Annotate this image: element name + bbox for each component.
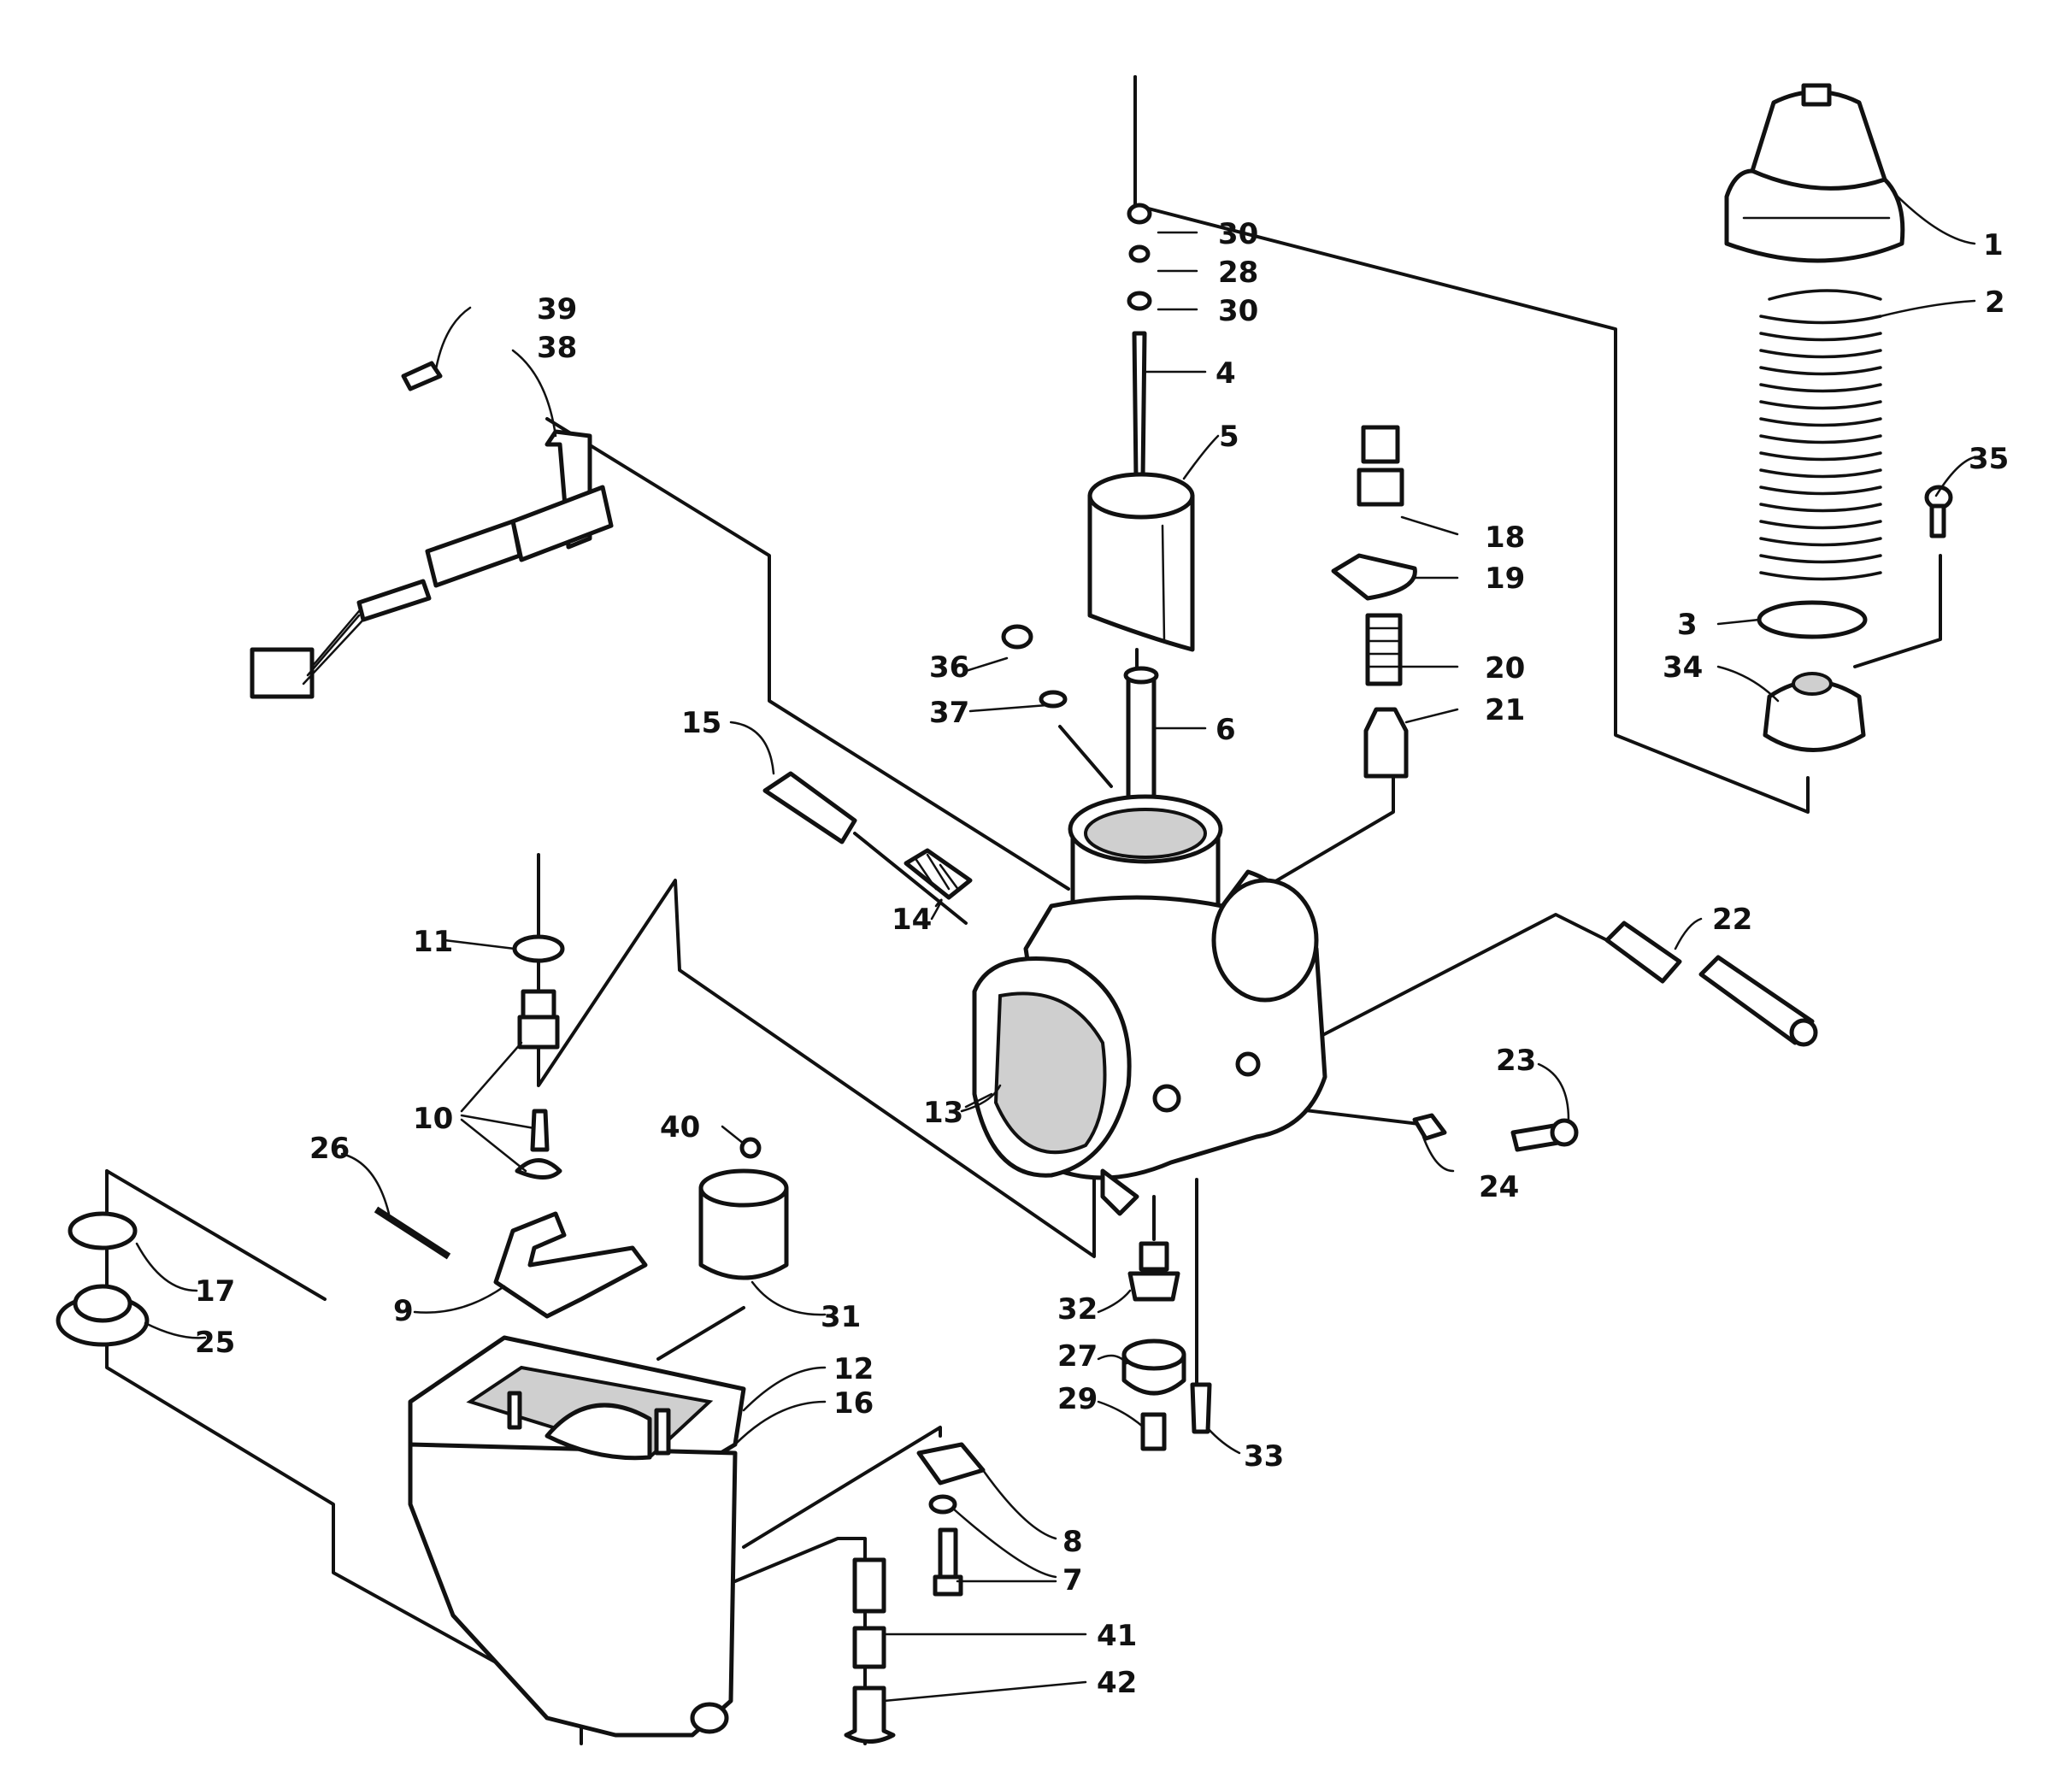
mount-bracket-line [742, 1426, 942, 1549]
float-pin-40 [739, 1137, 762, 1159]
callout-41: 41 [1097, 1619, 1137, 1653]
callout-36: 36 [929, 650, 969, 685]
jet-29 [1140, 1412, 1167, 1451]
callout-18: 18 [1485, 521, 1525, 555]
callout-14: 14 [892, 903, 932, 937]
drain-plug-25 [56, 1284, 150, 1347]
carburetor-body [972, 794, 1327, 1216]
callout-12: 12 [833, 1352, 874, 1386]
callout-4: 4 [1216, 356, 1236, 391]
set-screw [1924, 485, 1953, 538]
callout-31: 31 [821, 1300, 861, 1334]
callout-28: 28 [1218, 256, 1258, 290]
idle-screw-line [853, 832, 968, 925]
callout-15: 15 [681, 706, 721, 740]
callout-5: 5 [1219, 420, 1239, 454]
callout-30-top: 30 [1218, 217, 1258, 251]
callout-34: 34 [1663, 650, 1703, 685]
callout-40: 40 [660, 1110, 700, 1144]
callout-3: 3 [1677, 608, 1698, 642]
callout-22: 22 [1712, 903, 1752, 937]
callout-37: 37 [929, 696, 969, 730]
callout-8: 8 [1062, 1525, 1083, 1559]
spring [1759, 289, 1882, 581]
bowl-group-top-line [105, 1169, 327, 1301]
cable-holder [1763, 672, 1866, 752]
callout-35: 35 [1969, 442, 2009, 476]
clip-28 [1128, 244, 1151, 263]
throttle-slide [1087, 472, 1195, 652]
leader-lines [135, 191, 1976, 1703]
callout-6: 6 [1216, 713, 1236, 747]
callout-16: 16 [833, 1386, 874, 1421]
callout-24: 24 [1479, 1170, 1519, 1204]
callout-33: 33 [1244, 1439, 1284, 1474]
bracket-line [545, 417, 1070, 891]
plug-36 [1001, 624, 1033, 650]
pilot-jet-line [1246, 776, 1395, 899]
top-cap [1724, 83, 1905, 263]
pilot-air-jet [1357, 425, 1404, 507]
spring-seat [1757, 600, 1868, 639]
washer-top [1127, 203, 1152, 225]
rubber-41 [852, 1557, 886, 1669]
callout-17: 17 [195, 1274, 235, 1309]
callout-23: 23 [1496, 1044, 1536, 1078]
spring-20 [1365, 613, 1403, 686]
clamp-8 [916, 1442, 986, 1486]
callout-7: 7 [1062, 1563, 1083, 1597]
callout-11: 11 [413, 925, 453, 959]
holder-27 [1121, 1338, 1186, 1396]
idle-screw [762, 771, 857, 844]
callout-13: 13 [923, 1096, 963, 1130]
screw-33 [1190, 1382, 1212, 1434]
main-jet-32 [1127, 1241, 1180, 1302]
washer-11 [512, 934, 565, 963]
callout-38: 38 [537, 331, 577, 365]
gasket-19 [1331, 553, 1417, 601]
pipe-line [1306, 913, 1626, 1044]
float-pin [374, 1206, 451, 1260]
drain-bracket-line [733, 1537, 867, 1745]
callout-labels: 1 2 3 4 5 6 7 8 9 10 11 12 13 14 15 16 1… [195, 217, 2009, 1700]
pilot-jet-21 [1363, 707, 1409, 779]
callout-25: 25 [195, 1326, 235, 1360]
washer-7 [928, 1494, 957, 1515]
callout-2: 2 [1985, 285, 2005, 320]
callout-39: 39 [537, 292, 577, 327]
set-screw-line [1853, 554, 1942, 668]
float-valve-seat [515, 989, 562, 1180]
float-arm [493, 1211, 648, 1319]
callout-1: 1 [1983, 228, 2004, 262]
screw-7 [933, 1527, 963, 1597]
spring-24 [1412, 1113, 1447, 1141]
washer-bottom [1127, 291, 1152, 311]
cap-42 [844, 1686, 896, 1744]
callout-26: 26 [309, 1132, 350, 1166]
callout-32: 32 [1057, 1292, 1098, 1327]
float-bowl [408, 1335, 746, 1738]
gasket-17 [68, 1211, 138, 1250]
gasket-line [656, 1306, 745, 1361]
callout-27: 27 [1057, 1339, 1098, 1374]
callout-19: 19 [1485, 562, 1525, 596]
assembly-lines [105, 75, 1942, 1745]
callout-20: 20 [1485, 651, 1525, 685]
callout-21: 21 [1485, 693, 1525, 727]
callout-9: 9 [393, 1294, 414, 1328]
callout-30-bottom: 30 [1218, 294, 1258, 328]
callout-42: 42 [1097, 1666, 1137, 1700]
idle-spring [904, 848, 973, 900]
screw-23 [1510, 1118, 1579, 1152]
callout-29: 29 [1057, 1382, 1098, 1416]
callout-10: 10 [413, 1102, 453, 1136]
washer-37 [1039, 690, 1068, 709]
vent-tube [1604, 921, 1818, 1047]
plug-line [1058, 725, 1113, 788]
throttle-sensor [250, 361, 614, 699]
